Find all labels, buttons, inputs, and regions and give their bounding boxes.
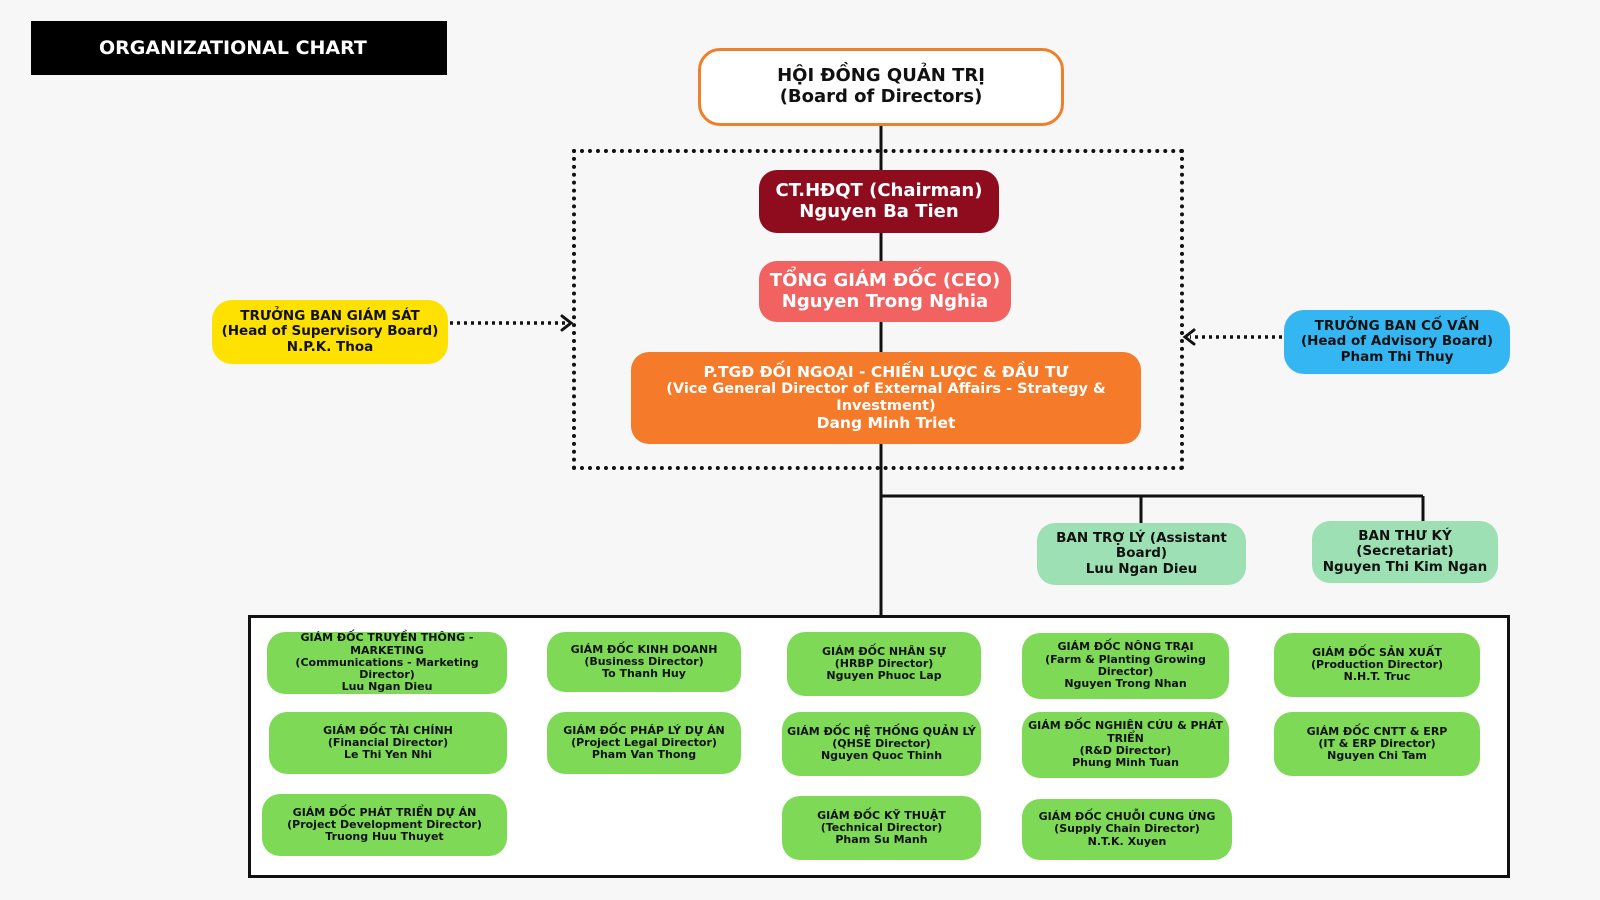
advisory-role: TRƯỞNG BAN CỐ VẤN (1314, 317, 1480, 334)
dept-name: N.H.T. Truc (1343, 670, 1411, 684)
dept-title-en: (Project Development Director) (287, 817, 482, 831)
dept-name: To Thanh Huy (602, 667, 686, 681)
ceo-node: TỔNG GIÁM ĐỐC (CEO) Nguyen Trong Nghia (759, 261, 1011, 322)
vice-name: Dang Minh Triet (816, 413, 956, 432)
dept-name: Nguyen Quoc Thinh (820, 749, 943, 763)
dept-role: GIÁM ĐỐC CHUỖI CUNG ỨNG (1038, 810, 1216, 824)
chart-title: ORGANIZATIONAL CHART (31, 21, 447, 75)
dept-name: Nguyen Trong Nhan (1064, 677, 1187, 691)
dept-role: GIÁM ĐỐC PHÁP LÝ DỰ ÁN (563, 723, 725, 737)
secretariat-node: BAN THƯ KÝ (Secretariat) Nguyen Thi Kim … (1312, 521, 1498, 583)
dept-title-en: (Project Legal Director) (571, 735, 717, 749)
dept-title-en: (Technical Director) (820, 820, 943, 834)
supervisory-title-en: (Head of Supervisory Board) (221, 323, 439, 340)
dept-role: GIÁM ĐỐC NÔNG TRẠI (1057, 640, 1194, 654)
dept-name: Luu Ngan Dieu (341, 680, 433, 694)
chairman-role: CT.HĐQT (Chairman) (775, 179, 983, 201)
arrow-head-advisory (1182, 328, 1196, 346)
board-of-directors-node: HỘI ĐỒNG QUẢN TRỊ (Board of Directors) (698, 48, 1064, 126)
dept-role: GIÁM ĐỐC NGHIÊN CỨU & PHÁT TRIỂN (1028, 719, 1223, 745)
arrow-head-supervisory (560, 314, 574, 332)
executive-group-frame (572, 149, 1184, 470)
dept-farm-planting: GIÁM ĐỐC NÔNG TRẠI (Farm & Planting Grow… (1022, 633, 1229, 699)
dept-name: N.T.K. Xuyen (1087, 834, 1167, 848)
dept-qhse: GIÁM ĐỐC HỆ THỐNG QUẢN LÝ (QHSE Director… (782, 712, 981, 776)
vice-title-en: (Vice General Director of External Affai… (666, 381, 1106, 414)
chairman-name: Nguyen Ba Tien (799, 200, 959, 222)
dept-project-development: GIÁM ĐỐC PHÁT TRIỂN DỰ ÁN (Project Devel… (262, 794, 507, 856)
dept-name: Nguyen Phuoc Lap (826, 669, 942, 683)
dept-role: GIÁM ĐỐC KINH DOANH (570, 642, 718, 656)
dept-name: Phung Minh Tuan (1072, 756, 1179, 770)
dept-production: GIÁM ĐỐC SẢN XUẤT (Production Director) … (1274, 633, 1480, 697)
supervisory-board-node: TRƯỞNG BAN GIÁM SÁT (Head of Supervisory… (212, 300, 448, 364)
dept-role: GIÁM ĐỐC TÀI CHÍNH (323, 723, 453, 737)
dept-role: GIÁM ĐỐC TRUYỀN THÔNG - MARKETING (300, 631, 474, 657)
secretariat-role: BAN THƯ KÝ (1358, 527, 1452, 544)
dept-title-en: (QHSE Director) (832, 736, 931, 750)
assistant-role: BAN TRỢ LÝ (Assistant Board) (1056, 529, 1227, 562)
board-title-en: (Board of Directors) (779, 86, 983, 107)
dept-role: GIÁM ĐỐC CNTT & ERP (1306, 724, 1448, 738)
dept-research-development: GIÁM ĐỐC NGHIÊN CỨU & PHÁT TRIỂN (R&D Di… (1022, 712, 1229, 778)
dept-name: Nguyen Chi Tam (1327, 749, 1427, 763)
chart-title-text: ORGANIZATIONAL CHART (99, 37, 367, 59)
dept-title-en: (Financial Director) (327, 735, 449, 749)
secretariat-name: Nguyen Thi Kim Ngan (1322, 558, 1488, 575)
dept-role: GIÁM ĐỐC PHÁT TRIỂN DỰ ÁN (292, 805, 477, 819)
dept-name: Truong Huu Thuyet (325, 830, 444, 844)
dept-title-en: (Communications - Marketing Director) (295, 655, 479, 682)
dept-business: GIÁM ĐỐC KINH DOANH (Business Director) … (547, 632, 741, 692)
dept-title-en: (R&D Director) (1079, 744, 1172, 757)
board-title-vi: HỘI ĐỒNG QUẢN TRỊ (777, 65, 985, 87)
supervisory-role: TRƯỞNG BAN GIÁM SÁT (240, 307, 420, 324)
vice-role: P.TGĐ ĐỐI NGOẠI - CHIẾN LƯỢC & ĐẦU TƯ (703, 362, 1069, 381)
dept-communications-marketing: GIÁM ĐỐC TRUYỀN THÔNG - MARKETING (Commu… (267, 632, 507, 694)
dept-financial: GIÁM ĐỐC TÀI CHÍNH (Financial Director) … (269, 712, 507, 774)
dept-project-legal: GIÁM ĐỐC PHÁP LÝ DỰ ÁN (Project Legal Di… (547, 712, 741, 774)
advisory-name: Pham Thi Thuy (1340, 348, 1454, 365)
advisory-board-node: TRƯỞNG BAN CỐ VẤN (Head of Advisory Boar… (1284, 310, 1510, 374)
dept-title-en: (Supply Chain Director) (1054, 822, 1200, 836)
chairman-node: CT.HĐQT (Chairman) Nguyen Ba Tien (759, 170, 999, 233)
advisory-title-en: (Head of Advisory Board) (1300, 333, 1494, 350)
dept-supply-chain: GIÁM ĐỐC CHUỖI CUNG ỨNG (Supply Chain Di… (1022, 799, 1232, 860)
dept-title-en: (IT & ERP Director) (1318, 736, 1436, 750)
dept-title-en: (HRBP Director) (834, 656, 934, 670)
dept-it-erp: GIÁM ĐỐC CNTT & ERP (IT & ERP Director) … (1274, 712, 1480, 776)
dept-name: Le Thi Yen Nhi (343, 748, 433, 762)
dept-role: GIÁM ĐỐC NHÂN SỰ (822, 644, 946, 658)
dept-hrbp: GIÁM ĐỐC NHÂN SỰ (HRBP Director) Nguyen … (787, 632, 981, 696)
secretariat-title-en: (Secretariat) (1356, 543, 1454, 560)
dept-name: Pham Van Thong (591, 748, 697, 762)
dept-role: GIÁM ĐỐC HỆ THỐNG QUẢN LÝ (787, 724, 976, 738)
assistant-board-node: BAN TRỢ LÝ (Assistant Board) Luu Ngan Di… (1037, 523, 1246, 585)
dept-role: GIÁM ĐỐC KỸ THUẬT (817, 808, 946, 822)
assistant-name: Luu Ngan Dieu (1085, 560, 1198, 577)
dept-role: GIÁM ĐỐC SẢN XUẤT (1312, 645, 1442, 659)
dept-title-en: (Production Director) (1310, 657, 1444, 671)
supervisory-name: N.P.K. Thoa (286, 338, 374, 355)
ceo-name: Nguyen Trong Nghia (781, 290, 989, 312)
ceo-role: TỔNG GIÁM ĐỐC (CEO) (769, 269, 1001, 291)
dept-name: Pham Su Manh (835, 833, 928, 847)
dept-title-en: (Farm & Planting Growing Director) (1045, 652, 1206, 678)
vice-general-director-node: P.TGĐ ĐỐI NGOẠI - CHIẾN LƯỢC & ĐẦU TƯ (V… (631, 352, 1141, 444)
dept-technical: GIÁM ĐỐC KỸ THUẬT (Technical Director) P… (782, 796, 981, 860)
dept-title-en: (Business Director) (584, 654, 704, 668)
